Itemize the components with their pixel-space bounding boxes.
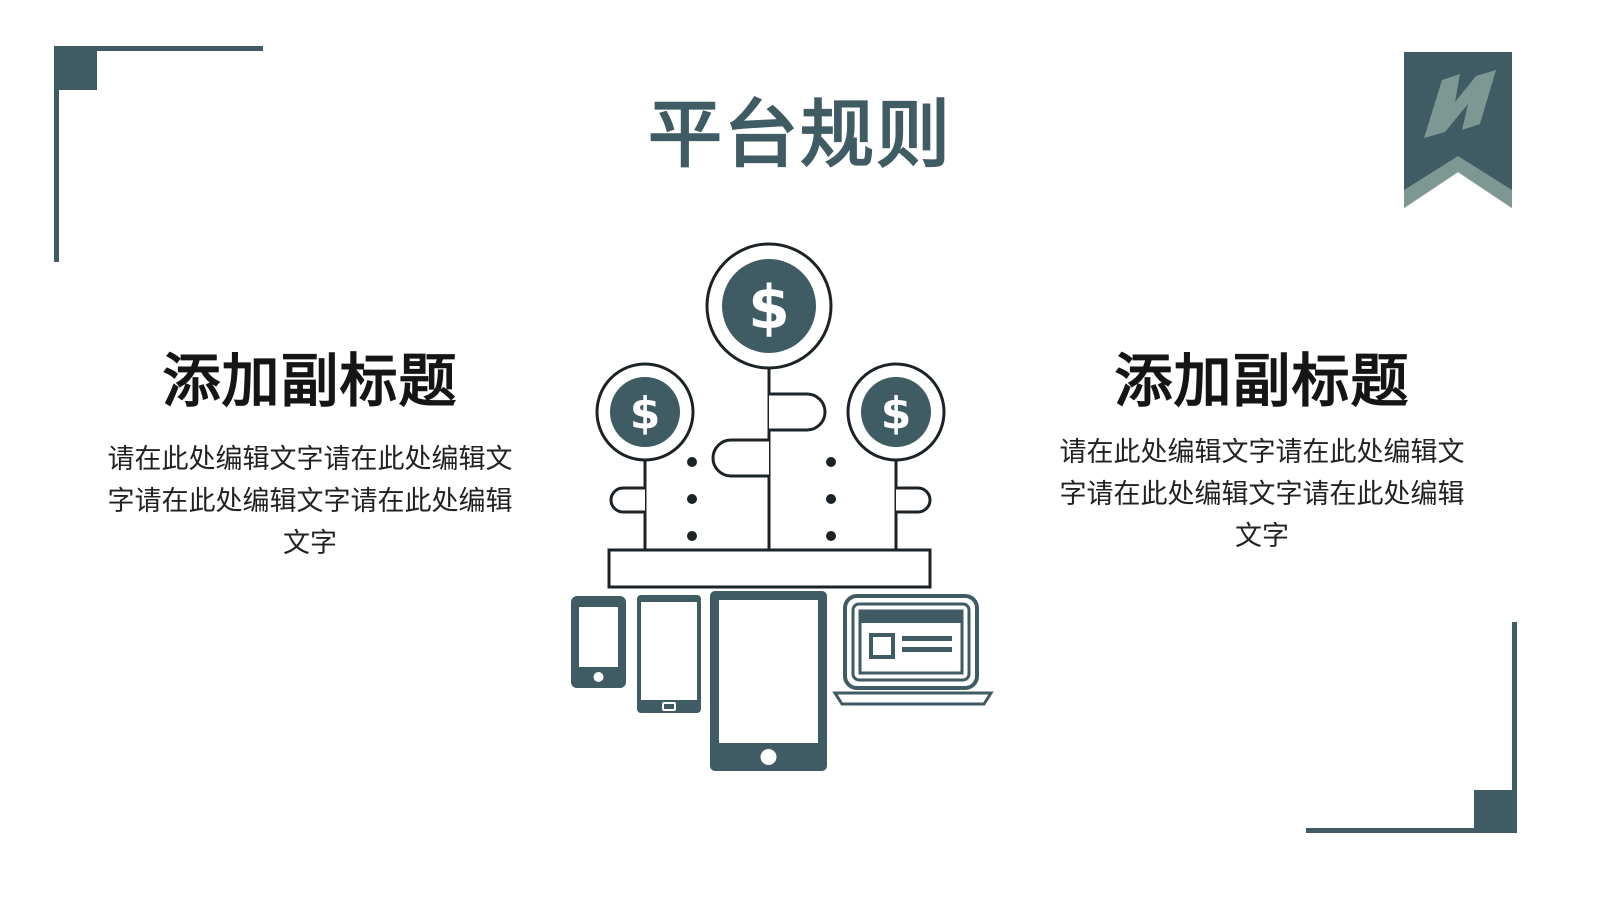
dollar-sign-icon: $ — [748, 273, 790, 343]
decorative-dots — [687, 457, 836, 541]
left-subtitle: 添加副标题 — [162, 347, 458, 415]
left-body-text: 请在此处编辑文字请在此处编辑文字请在此处编辑文字请在此处编辑文字 — [107, 444, 513, 559]
tablet-icon — [710, 591, 827, 771]
page-title: 平台规则 — [648, 92, 952, 178]
smartphone-icon — [637, 595, 701, 713]
corner-decoration-bottom-right — [1306, 622, 1517, 833]
laptop-icon — [832, 594, 994, 706]
money-tree-icon — [595, 242, 946, 589]
dollar-sign-icon: $ — [881, 388, 912, 439]
dollar-sign-icon: $ — [630, 388, 661, 439]
bookmark-icon — [1404, 52, 1512, 208]
right-subtitle: 添加副标题 — [1114, 347, 1410, 415]
right-body-text: 请在此处编辑文字请在此处编辑文字请在此处编辑文字请在此处编辑文字 — [1059, 437, 1465, 552]
smartphone-icon — [571, 596, 626, 688]
corner-decoration-top-left — [54, 46, 263, 262]
